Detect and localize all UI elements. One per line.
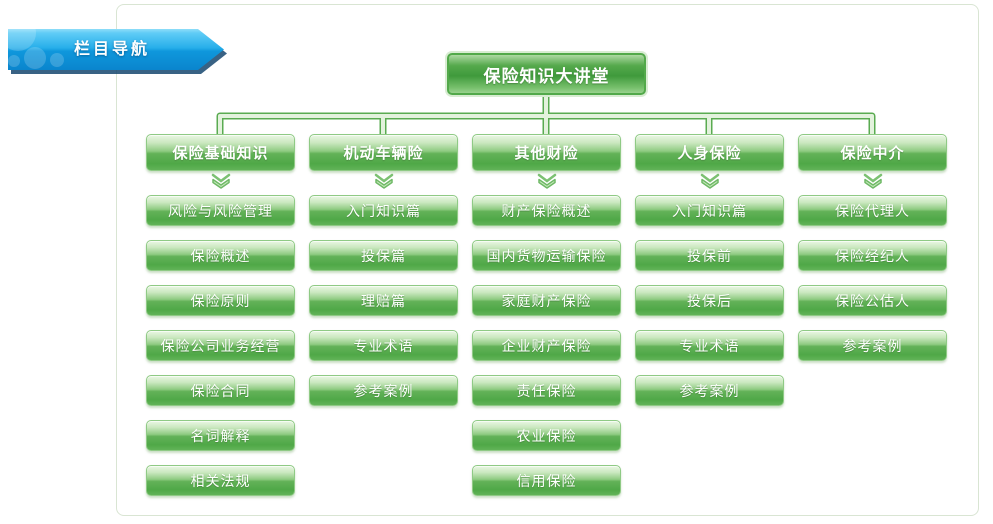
nav-item[interactable]: 保险经纪人: [798, 240, 947, 271]
nav-item[interactable]: 投保前: [635, 240, 784, 271]
nav-item[interactable]: 企业财产保险: [472, 330, 621, 361]
column-header-1[interactable]: 保险基础知识: [146, 134, 295, 171]
column-header-2[interactable]: 机动车辆险: [309, 134, 458, 171]
banner-title: 栏目导航: [74, 41, 151, 58]
nav-item[interactable]: 风险与风险管理: [146, 195, 295, 226]
nav-item[interactable]: 专业术语: [309, 330, 458, 361]
double-chevron-down-icon: [374, 173, 393, 189]
nav-item[interactable]: 农业保险: [472, 420, 621, 451]
org-column-5: 保险中介 保险代理人 保险经纪人 保险公估人 参考案例: [798, 134, 947, 375]
double-chevron-down-icon: [211, 173, 230, 189]
nav-item[interactable]: 保险合同: [146, 375, 295, 406]
column-header-4[interactable]: 人身保险: [635, 134, 784, 171]
section-banner: 栏目导航: [8, 29, 224, 70]
nav-item[interactable]: 名词解释: [146, 420, 295, 451]
nav-item[interactable]: 理赔篇: [309, 285, 458, 316]
decor-bubble-icon: [24, 47, 46, 69]
org-column-2: 机动车辆险 入门知识篇 投保篇 理赔篇 专业术语 参考案例: [309, 134, 458, 420]
decor-bubble-icon: [8, 29, 36, 51]
nav-item[interactable]: 保险原则: [146, 285, 295, 316]
org-column-3: 其他财险 财产保险概述 国内货物运输保险 家庭财产保险 企业财产保险 责任保险 …: [472, 134, 621, 510]
column-header-5[interactable]: 保险中介: [798, 134, 947, 171]
decor-bubble-icon: [50, 53, 64, 67]
nav-item[interactable]: 家庭财产保险: [472, 285, 621, 316]
nav-item[interactable]: 参考案例: [635, 375, 784, 406]
nav-item[interactable]: 专业术语: [635, 330, 784, 361]
nav-item[interactable]: 参考案例: [309, 375, 458, 406]
double-chevron-down-icon: [700, 173, 719, 189]
nav-item[interactable]: 投保篇: [309, 240, 458, 271]
double-chevron-down-icon: [537, 173, 556, 189]
nav-item[interactable]: 入门知识篇: [309, 195, 458, 226]
nav-item[interactable]: 保险概述: [146, 240, 295, 271]
root-node[interactable]: 保险知识大讲堂: [447, 53, 646, 95]
nav-item[interactable]: 相关法规: [146, 465, 295, 496]
nav-item[interactable]: 投保后: [635, 285, 784, 316]
ribbon-arrow: 栏目导航: [8, 29, 224, 70]
nav-item[interactable]: 保险代理人: [798, 195, 947, 226]
decor-bubble-icon: [8, 55, 20, 67]
column-header-3[interactable]: 其他财险: [472, 134, 621, 171]
nav-item[interactable]: 财产保险概述: [472, 195, 621, 226]
double-chevron-down-icon: [863, 173, 882, 189]
nav-item[interactable]: 责任保险: [472, 375, 621, 406]
nav-item[interactable]: 入门知识篇: [635, 195, 784, 226]
org-column-4: 人身保险 入门知识篇 投保前 投保后 专业术语 参考案例: [635, 134, 784, 420]
nav-item[interactable]: 国内货物运输保险: [472, 240, 621, 271]
org-column-1: 保险基础知识 风险与风险管理 保险概述 保险原则 保险公司业务经营 保险合同 名…: [146, 134, 295, 510]
nav-item[interactable]: 保险公估人: [798, 285, 947, 316]
nav-item[interactable]: 保险公司业务经营: [146, 330, 295, 361]
nav-item[interactable]: 参考案例: [798, 330, 947, 361]
nav-item[interactable]: 信用保险: [472, 465, 621, 496]
